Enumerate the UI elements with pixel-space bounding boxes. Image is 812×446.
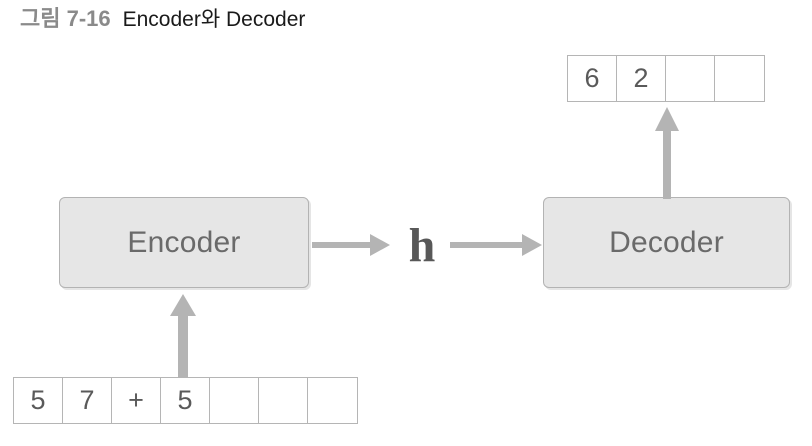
figure-title-text: Encoder와 Decoder (122, 8, 306, 31)
output-cell: 6 (568, 56, 617, 101)
figure-number: 그림 7-16 (20, 6, 111, 31)
encoder-label: Encoder (127, 225, 241, 259)
input-cell: 5 (161, 378, 210, 423)
input-cell (259, 378, 308, 423)
figure-caption: 그림 7-16 Encoder와 Decoder (20, 6, 306, 31)
arrow-h-to-decoder-icon (450, 231, 544, 259)
encoder-box: Encoder (59, 197, 309, 288)
input-cell: + (112, 378, 161, 423)
encoder-input-cells: 5 7 + 5 (13, 377, 358, 424)
input-cell (308, 378, 357, 423)
hidden-state-label: h (408, 219, 436, 272)
output-cell: 2 (617, 56, 666, 101)
decoder-box: Decoder (543, 197, 790, 288)
arrow-encoder-to-h-icon (312, 231, 392, 259)
decoder-label: Decoder (609, 225, 724, 259)
arrow-decoder-to-output-icon (652, 103, 682, 199)
decoder-output-cells: 6 2 (567, 55, 765, 102)
input-cell: 7 (63, 378, 112, 423)
arrow-input-to-encoder-icon (168, 292, 198, 378)
input-cell (210, 378, 259, 423)
output-cell (666, 56, 715, 101)
input-cell: 5 (14, 378, 63, 423)
output-cell (715, 56, 764, 101)
